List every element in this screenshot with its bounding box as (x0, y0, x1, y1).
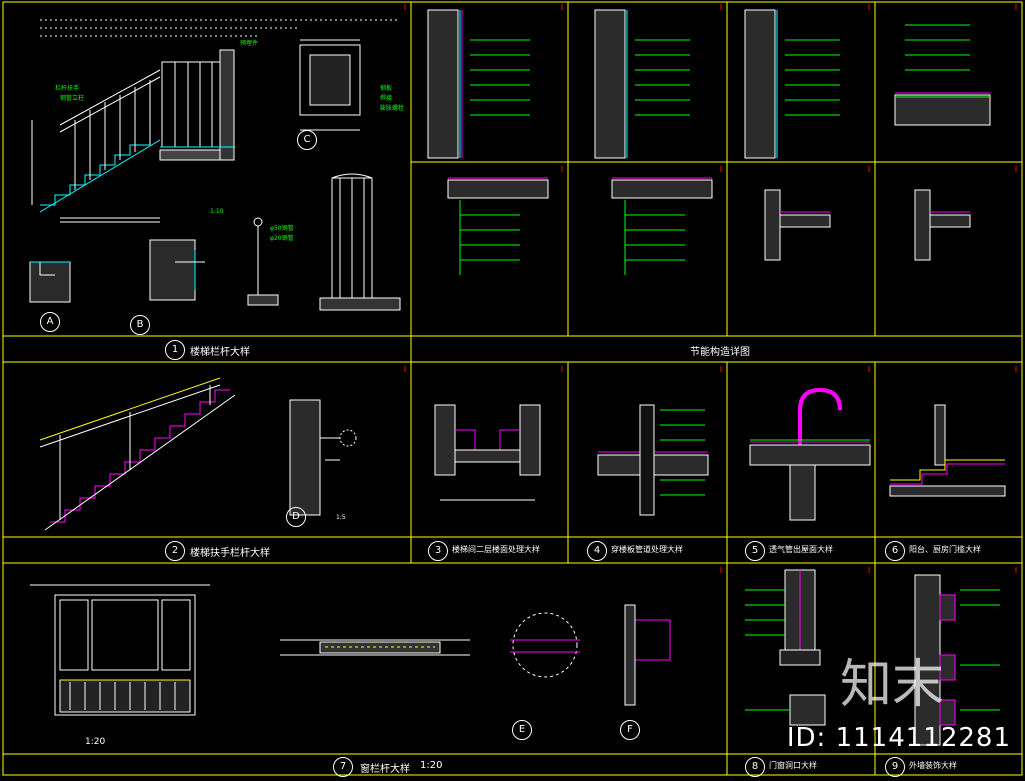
watermark-id: ID: 1114112281 (786, 723, 1011, 753)
panel-1-number: 1 (165, 340, 185, 360)
svg-text:钢管立柱: 钢管立柱 (60, 94, 84, 102)
panel-1-title: 楼梯栏杆大样 (190, 347, 250, 358)
watermark-logo: 知末 (840, 655, 945, 715)
middle-band-title: 节能构造详图 (690, 347, 750, 358)
top-row-wall-sections (427, 9, 991, 159)
second-row-floor-sections (447, 177, 971, 275)
panel-7-drawing (30, 584, 671, 716)
detail-f-marker: F (620, 720, 640, 740)
panel-4-drawing (597, 404, 709, 516)
panel-4-title: 穿楼板管道处理大样 (611, 545, 683, 554)
panel-8-number: 8 (745, 757, 765, 777)
panel-9-drawing (914, 574, 1000, 746)
detail-b-marker: B (130, 315, 150, 335)
svg-text:膨胀螺栓: 膨胀螺栓 (380, 104, 404, 112)
scale-note-1: 1:10 (210, 208, 224, 215)
detail-d-marker: D (286, 507, 306, 527)
panel-2-number: 2 (165, 541, 185, 561)
svg-text:钢板: 钢板 (380, 84, 392, 92)
svg-text:焊接: 焊接 (380, 94, 392, 102)
panel-2-title: 楼梯扶手栏杆大样 (190, 548, 270, 559)
panel-6-drawing (889, 404, 1006, 497)
panel-7-title: 窗栏杆大样 (360, 764, 410, 775)
detail-c-marker: C (297, 130, 317, 150)
detail-a-marker: A (40, 312, 60, 332)
panel-9-title: 外墙装饰大样 (909, 761, 957, 770)
panel-9-number: 9 (885, 757, 905, 777)
scale-note-2: 1:5 (336, 514, 346, 521)
panel-2-drawing (39, 377, 357, 531)
detail-e-marker: E (512, 720, 532, 740)
panel-5-number: 5 (745, 541, 765, 561)
svg-text:φ50钢管: φ50钢管 (270, 224, 294, 232)
panel-5-title: 透气管出屋面大样 (769, 545, 833, 554)
panel-6-title: 阳台、厨房门槛大样 (909, 545, 981, 554)
panel-6-number: 6 (885, 541, 905, 561)
panel-4-number: 4 (587, 541, 607, 561)
panel-8-drawing (745, 569, 826, 726)
panel-3-drawing (434, 404, 541, 501)
panel-7-number: 7 (333, 757, 353, 777)
panel-3-title: 楼梯间二层楼面处理大样 (452, 545, 540, 554)
panel-8-title: 门窗洞口大样 (769, 761, 817, 770)
svg-text:预埋件: 预埋件 (240, 39, 258, 47)
panel-5-drawing (749, 387, 871, 521)
scale-note-3: 1:20 (85, 737, 106, 747)
panel-7-scale: 1:20 (420, 760, 443, 771)
svg-text:φ20钢管: φ20钢管 (270, 234, 294, 242)
corner-marks (404, 4, 1017, 573)
panel-3-number: 3 (428, 541, 448, 561)
svg-text:栏杆扶手: 栏杆扶手 (55, 84, 79, 92)
